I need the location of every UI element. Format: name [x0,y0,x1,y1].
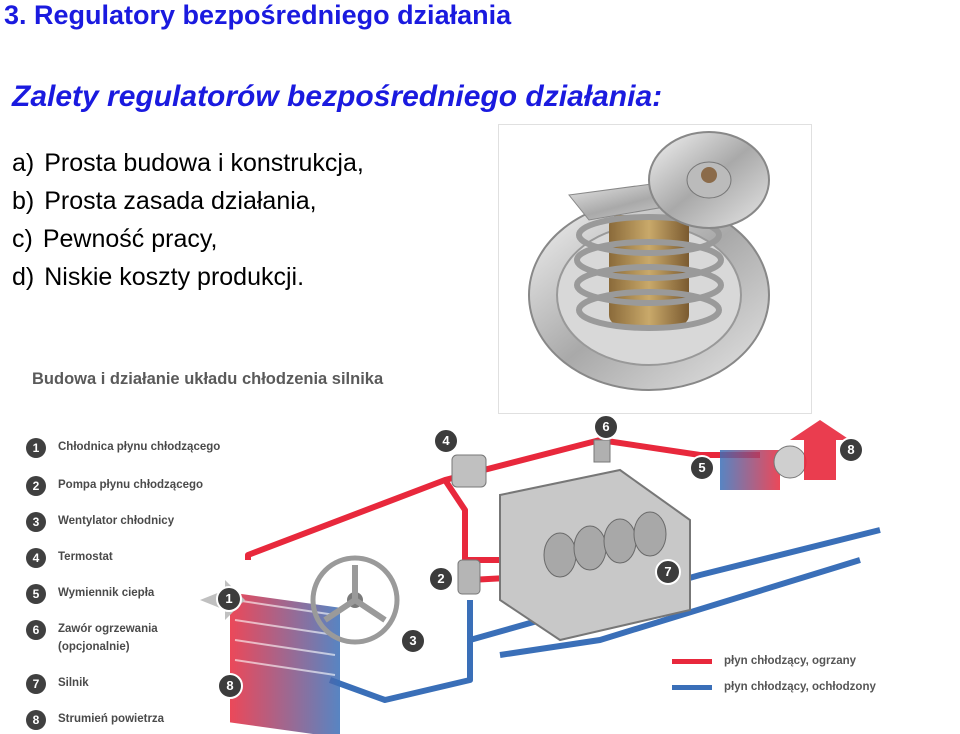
legend-item: 2 Pompa płynu chłodzącego [26,476,203,496]
callout-1: 1 [216,586,242,612]
legend-item: 8 Strumień powietrza [26,710,164,730]
cold-line-swatch [672,684,712,690]
callout-4: 4 [433,428,459,454]
legend-item: 4 Termostat [26,548,113,568]
callout-2: 2 [428,566,454,592]
callout-8: 8 [217,673,243,699]
slide-title: 3. Regulatory bezpośredniego działania [4,0,512,30]
callout-3: 3 [400,628,426,654]
diagram-title: Budowa i działanie układu chłodzenia sil… [32,370,384,388]
legend-item: 6 Zawór ogrzewania (opcjonalnie) [26,620,168,656]
callout-7: 7 [655,559,681,585]
flow-legend-cold: płyn chłodzący, ochłodzony [672,681,876,693]
heat-exchanger [720,445,807,490]
engine-block [499,468,691,642]
advantages-heading: Zalety regulatorów bezpośredniego działa… [12,80,663,113]
callout-8: 8 [838,437,864,463]
radiator [230,592,340,734]
flow-legend-hot: płyn chłodzący, ogrzany [672,655,856,667]
legend-item: 3 Wentylator chłodnicy [26,512,174,532]
thermostat-photo [498,124,812,414]
thermostat-housing [451,454,487,595]
cooling-system-diagram [200,420,881,734]
advantage-item: b)Prosta zasada działania, [12,187,317,215]
callout-6: 6 [593,414,619,440]
heater-valve [593,439,611,463]
legend-item: 1 Chłodnica płynu chłodzącego [26,438,220,458]
legend-item: 5 Wymiennik ciepła [26,584,154,604]
advantages-list: a)Prosta budowa i konstrukcja, b)Prosta … [12,144,364,296]
advantage-item: c)Pewność pracy, [12,225,218,253]
advantage-item: a)Prosta budowa i konstrukcja, [12,149,364,177]
callout-5: 5 [689,455,715,481]
fan [310,555,400,645]
advantage-item: d)Niskie koszty produkcji. [12,263,305,291]
airflow-arrow [790,420,850,480]
legend-item: 7 Silnik [26,674,89,694]
hot-line-swatch [672,658,712,664]
thermostat-illustration [528,131,770,391]
